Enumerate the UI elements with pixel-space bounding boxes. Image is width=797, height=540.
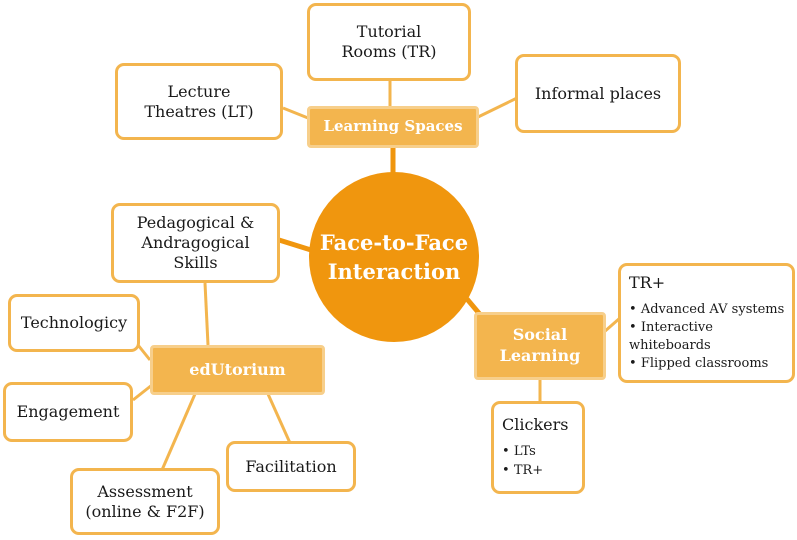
- pedagogical-line-2: Andragogical: [141, 233, 250, 252]
- hub-edutorium-label: edUtorium: [189, 359, 286, 379]
- pedagogical-line-1: Pedagogical &: [136, 213, 255, 232]
- assessment-line-1: Assessment: [97, 481, 193, 501]
- facilitation-label: Facilitation: [245, 456, 337, 476]
- node-pedagogical-skills: Pedagogical & Andragogical Skills: [111, 203, 280, 283]
- link-edutorium-pedagogical: [203, 282, 210, 346]
- hub-social-learning-line-2: Learning: [499, 346, 581, 365]
- informal-places-label: Informal places: [534, 83, 662, 103]
- node-facilitation: Facilitation: [226, 441, 356, 492]
- hub-learning-spaces: Learning Spaces: [307, 106, 479, 148]
- center-title-line-1: Face-to-Face: [319, 229, 469, 255]
- clickers-item: LTs: [502, 443, 543, 461]
- tr-plus-item: Flipped classrooms: [629, 355, 792, 373]
- hub-social-learning-line-1: Social: [512, 325, 568, 345]
- node-informal-places: Informal places: [515, 54, 681, 133]
- link-social-tr-plus: [603, 316, 621, 334]
- hub-learning-spaces-label: Learning Spaces: [323, 117, 463, 136]
- hub-social-learning: Social Learning: [474, 312, 606, 380]
- node-technology: Technologicy: [8, 294, 140, 352]
- tr-plus-title: TR+: [629, 272, 666, 292]
- tr-plus-item: Advanced AV systems: [629, 301, 792, 319]
- tr-plus-list: Advanced AV systems Interactive whiteboa…: [629, 301, 792, 374]
- lecture-theatres-line-1: Lecture: [167, 81, 231, 101]
- clickers-list: LTs TR+: [502, 443, 543, 479]
- link-edutorium-engagement: [132, 383, 153, 402]
- tutorial-rooms-line-2: Rooms (TR): [341, 42, 437, 61]
- link-edutorium-facilitation: [266, 393, 292, 444]
- node-tr-plus: TR+ Advanced AV systems Interactive whit…: [618, 263, 795, 383]
- engagement-label: Engagement: [16, 402, 120, 421]
- hub-edutorium: edUtorium: [150, 345, 325, 395]
- tutorial-rooms-line-1: Tutorial: [356, 22, 422, 41]
- link-learning-spaces-informal-places: [475, 96, 518, 120]
- node-clickers: Clickers LTs TR+: [491, 401, 585, 494]
- technology-label: Technologicy: [20, 313, 128, 332]
- node-assessment: Assessment (online & F2F): [70, 468, 220, 535]
- node-engagement: Engagement: [3, 382, 133, 442]
- link-edutorium-technology: [136, 344, 152, 361]
- clickers-title: Clickers: [502, 415, 569, 435]
- center-node: Face-to-Face Interaction: [309, 172, 479, 342]
- assessment-line-2: (online & F2F): [85, 501, 205, 521]
- node-tutorial-rooms: Tutorial Rooms (TR): [307, 3, 471, 81]
- link-edutorium-assessment: [160, 393, 197, 471]
- node-lecture-theatres: Lecture Theatres (LT): [115, 63, 283, 140]
- center-title-line-2: Interaction: [327, 259, 461, 284]
- clickers-item: TR+: [502, 462, 543, 480]
- link-learning-spaces-lecture-theatres: [282, 106, 309, 120]
- pedagogical-line-3: Skills: [173, 253, 218, 272]
- lecture-theatres-line-2: Theatres (LT): [144, 101, 254, 121]
- tr-plus-item: Interactive whiteboards: [629, 319, 792, 355]
- link-center-pedagogical: [278, 237, 312, 253]
